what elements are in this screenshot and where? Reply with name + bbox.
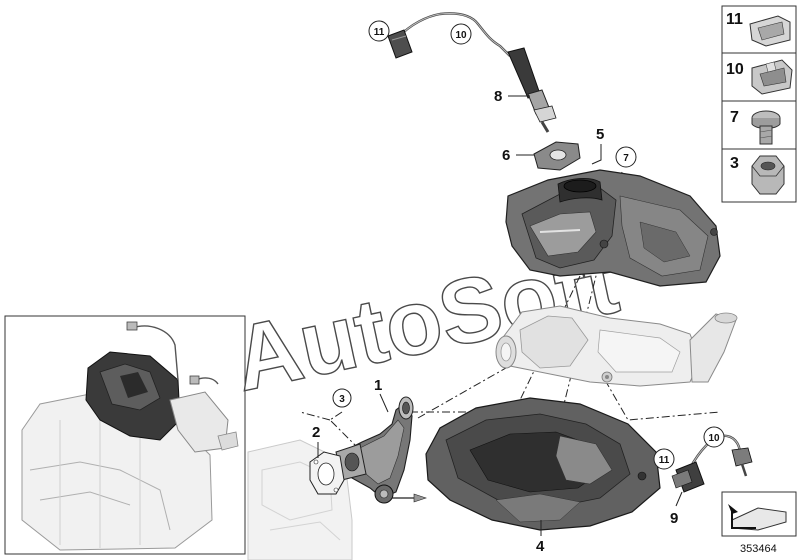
gasket-6	[533, 141, 581, 171]
callout-8: 8	[494, 88, 502, 105]
legend-row-3: 3	[730, 155, 785, 195]
callout-2: 2	[312, 424, 320, 441]
bolt-icon	[751, 110, 781, 145]
orientation-arrow-box	[721, 491, 797, 537]
leader-3-a	[329, 411, 357, 447]
legend-number-7: 7	[730, 109, 739, 126]
callout-11-upper: 11	[374, 27, 385, 38]
callout-1: 1	[374, 377, 382, 394]
arrow-icon	[728, 504, 787, 531]
exhaust-manifold-pipe	[335, 396, 427, 504]
legend-number-11: 11	[726, 11, 743, 28]
heat-shield-lower	[425, 397, 661, 531]
legend-number-10: 10	[726, 61, 744, 78]
legend-row-7: 7	[730, 109, 781, 145]
callout-10-upper: 10	[455, 30, 467, 41]
hex-nut-icon	[751, 155, 785, 195]
heat-shield-upper	[505, 169, 721, 287]
legend-row-11: 11	[726, 11, 791, 47]
legend-row-10: 10	[726, 59, 793, 95]
callout-6: 6	[502, 147, 510, 164]
drawing-number: 353464	[740, 543, 777, 555]
catalytic-converter	[495, 305, 738, 387]
callout-9: 9	[670, 510, 678, 527]
callout-11-lower: 11	[659, 455, 670, 466]
leader-sensor-lower	[604, 379, 721, 421]
gasket-2	[309, 451, 345, 495]
callout-4: 4	[536, 538, 545, 555]
callout-10-lower: 10	[708, 433, 720, 444]
callout-7: 7	[623, 153, 629, 164]
clip-icon	[749, 15, 791, 47]
callout-5: 5	[596, 126, 604, 143]
leader-3-b	[299, 411, 331, 421]
bracket-clip-icon	[751, 59, 793, 95]
leader-1-converter	[417, 359, 521, 419]
callout-3: 3	[339, 394, 345, 405]
callouts: 1 2 3 4 5 6 7 8 9 10 11 10 11	[312, 20, 725, 555]
oxygen-sensor-lower	[671, 434, 753, 493]
oxygen-sensor-upper	[387, 12, 557, 133]
legend-number-3: 3	[730, 155, 739, 172]
parts-legend: 11 10 7 3	[721, 5, 797, 203]
engine-inset-view	[4, 315, 246, 555]
